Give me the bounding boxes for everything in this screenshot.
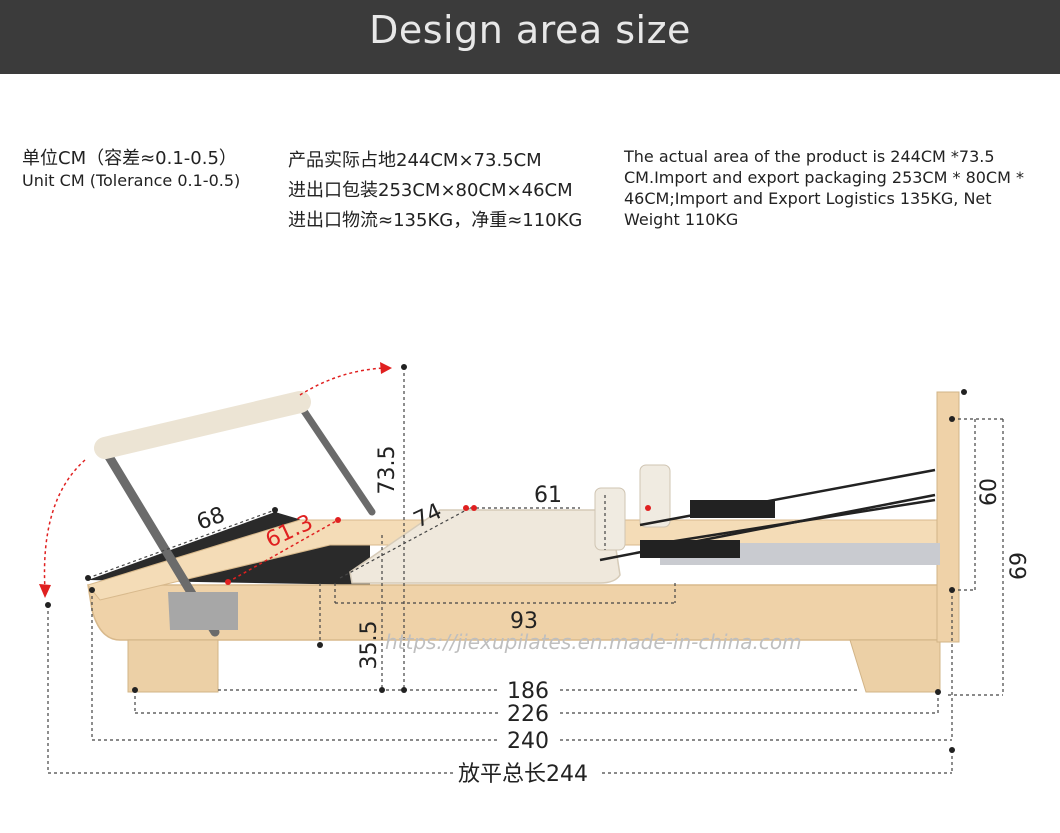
carriage (349, 464, 671, 584)
specs-cn: 产品实际占地244CM×73.5CM 进出口包装253CM×80CM×46CM … (288, 146, 582, 236)
dim-total-244: 放平总长244 (458, 762, 588, 787)
specs-en: The actual area of the product is 244CM … (624, 147, 1024, 229)
dim-73-5: 73.5 (375, 446, 400, 495)
dim-60: 60 (977, 478, 1002, 506)
dim-93: 93 (510, 609, 538, 634)
foot-plate (936, 391, 960, 643)
unit-en: Unit CM (Tolerance 0.1-0.5) (22, 171, 241, 190)
watermark: https://jiexupilates.en.made-in-china.co… (385, 630, 802, 654)
dim-35-5: 35.5 (357, 621, 382, 670)
footbar (94, 391, 376, 637)
dim-68: 68 (194, 503, 229, 536)
red-arrows (43, 367, 386, 591)
arrow-head-top (380, 362, 392, 374)
shoulder-rest-1 (594, 487, 626, 551)
page-title: Design area size (369, 8, 691, 52)
dimension-dots (45, 364, 967, 753)
dim-226: 226 (507, 702, 549, 727)
footbar-bracket (168, 592, 238, 630)
dimension-lines (47, 367, 1004, 774)
spec-area: 产品实际占地244CM×73.5CM (288, 150, 542, 171)
spec-weight: 进出口物流≈135KG，净重≈110KG (288, 210, 583, 231)
dim-186: 186 (507, 679, 549, 704)
dim-61: 61 (534, 483, 562, 508)
leg-left (127, 639, 219, 693)
wood-rail (87, 584, 941, 641)
spec-packaging: 进出口包装253CM×80CM×46CM (288, 180, 573, 201)
leg-right (849, 639, 941, 693)
header-banner: Design area size (0, 0, 1060, 74)
dim-240: 240 (507, 729, 549, 754)
arrow-head-left (39, 584, 51, 598)
straps (599, 468, 936, 562)
shoulder-rest-2 (639, 464, 671, 528)
unit-cn: 单位CM（容差≈0.1-0.5） (22, 148, 237, 169)
dim-69: 69 (1007, 552, 1032, 580)
red-dots (225, 505, 651, 585)
